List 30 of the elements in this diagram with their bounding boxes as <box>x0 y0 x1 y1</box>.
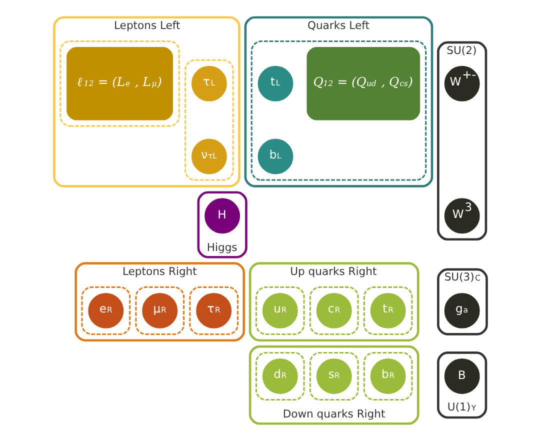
node-circle: sR <box>316 358 352 394</box>
node-box: Q12 = (Qud , Qcs) <box>306 47 420 120</box>
cluster <box>255 352 305 401</box>
cluster <box>309 286 359 335</box>
node-box: ℓ12 = (Le , Lμ) <box>66 47 173 120</box>
node-circle: τL <box>191 66 227 102</box>
cluster <box>363 286 413 335</box>
node-circle: B <box>444 358 480 394</box>
node-circle: eR <box>88 292 124 328</box>
node-circle: ga <box>444 292 480 328</box>
node-circle: H <box>204 198 240 234</box>
cluster <box>255 286 305 335</box>
node-circle: μR <box>142 292 178 328</box>
cluster <box>81 286 131 335</box>
cluster <box>250 40 427 181</box>
cluster <box>189 286 238 335</box>
node-circle: bR <box>370 358 406 394</box>
cluster <box>184 59 234 181</box>
node-circle: τR <box>196 292 232 328</box>
cluster <box>135 286 185 335</box>
node-circle: dR <box>262 358 298 394</box>
node-circle: tL <box>258 66 294 102</box>
cluster <box>363 352 413 401</box>
cluster <box>60 40 180 127</box>
node-circle: tR <box>370 292 406 328</box>
node-circle: ντL <box>191 138 227 174</box>
node-circle: cR <box>316 292 352 328</box>
cluster <box>309 352 359 401</box>
node-circle: bL <box>258 138 294 174</box>
node-circle: uR <box>262 292 298 328</box>
